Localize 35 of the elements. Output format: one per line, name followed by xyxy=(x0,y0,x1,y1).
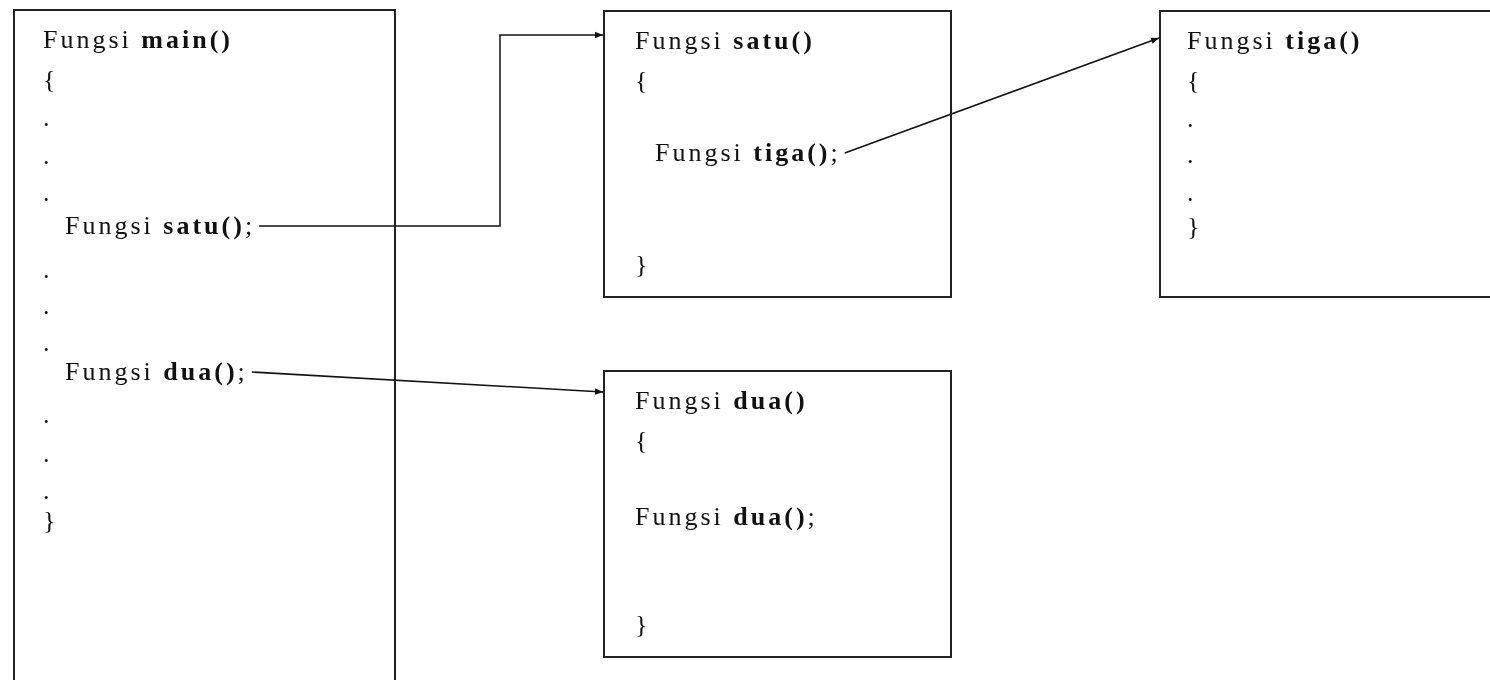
function-heading: Fungsi main() xyxy=(43,25,233,55)
code-line: } xyxy=(635,610,651,640)
code-line: { xyxy=(635,426,651,456)
function-box xyxy=(13,9,396,680)
function-call: Fungsi tiga(); xyxy=(655,138,841,168)
function-heading: Fungsi satu() xyxy=(635,26,815,56)
arrow xyxy=(258,31,604,227)
code-line: . xyxy=(1187,178,1197,208)
function-box xyxy=(1159,10,1490,298)
function-heading: Fungsi dua() xyxy=(635,386,808,416)
code-line: } xyxy=(1187,212,1203,242)
code-line: . xyxy=(1187,104,1197,134)
code-line: . xyxy=(43,103,53,133)
code-line: . xyxy=(43,439,53,469)
code-line: . xyxy=(43,328,53,358)
code-line: . xyxy=(43,141,53,171)
code-line: { xyxy=(1187,66,1203,96)
code-line: . xyxy=(43,255,53,285)
code-line: . xyxy=(43,400,53,430)
function-heading: Fungsi tiga() xyxy=(1187,26,1363,56)
code-line: . xyxy=(43,178,53,208)
arrow xyxy=(251,371,604,395)
function-box xyxy=(603,370,952,658)
code-line: { xyxy=(43,65,59,95)
code-line: } xyxy=(43,506,59,536)
code-line: . xyxy=(43,291,53,321)
code-line: . xyxy=(1187,140,1197,170)
arrow xyxy=(844,37,1160,154)
code-line: { xyxy=(635,66,651,96)
code-line: . xyxy=(43,476,53,506)
function-call: Fungsi dua(); xyxy=(65,357,248,387)
function-box xyxy=(603,10,952,298)
function-call: Fungsi satu(); xyxy=(65,211,256,241)
code-line: } xyxy=(635,250,651,280)
code-line: Fungsi dua(); xyxy=(635,502,818,532)
